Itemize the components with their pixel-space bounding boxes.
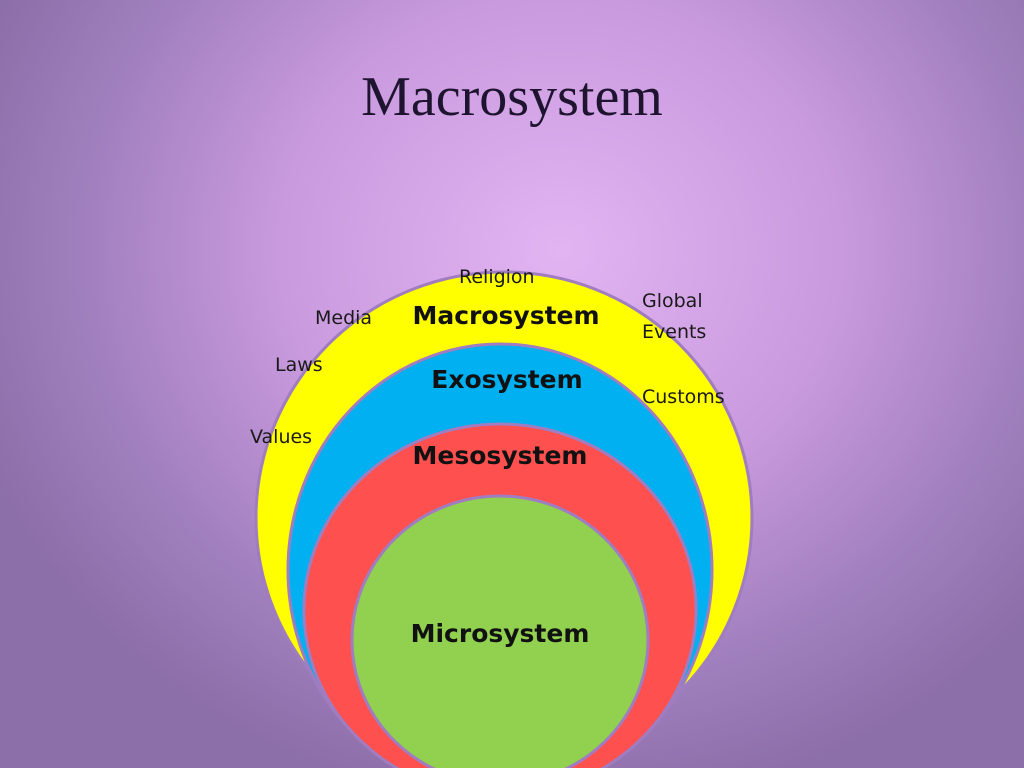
microsystem-label: Microsystem	[411, 619, 590, 648]
slide-title: Macrosystem	[361, 66, 663, 128]
exosystem-label: Exosystem	[431, 365, 582, 394]
media-label: Media	[315, 307, 373, 329]
religion-label: Religion	[459, 266, 535, 288]
global-label: Global	[642, 290, 703, 312]
laws-label: Laws	[275, 354, 323, 376]
customs-label: Customs	[642, 386, 725, 408]
mesosystem-label: Mesosystem	[413, 441, 588, 470]
events-label: Events	[642, 321, 707, 343]
macrosystem-label: Macrosystem	[412, 301, 599, 330]
values-label: Values	[250, 426, 313, 448]
microsystem-ring	[350, 494, 650, 768]
